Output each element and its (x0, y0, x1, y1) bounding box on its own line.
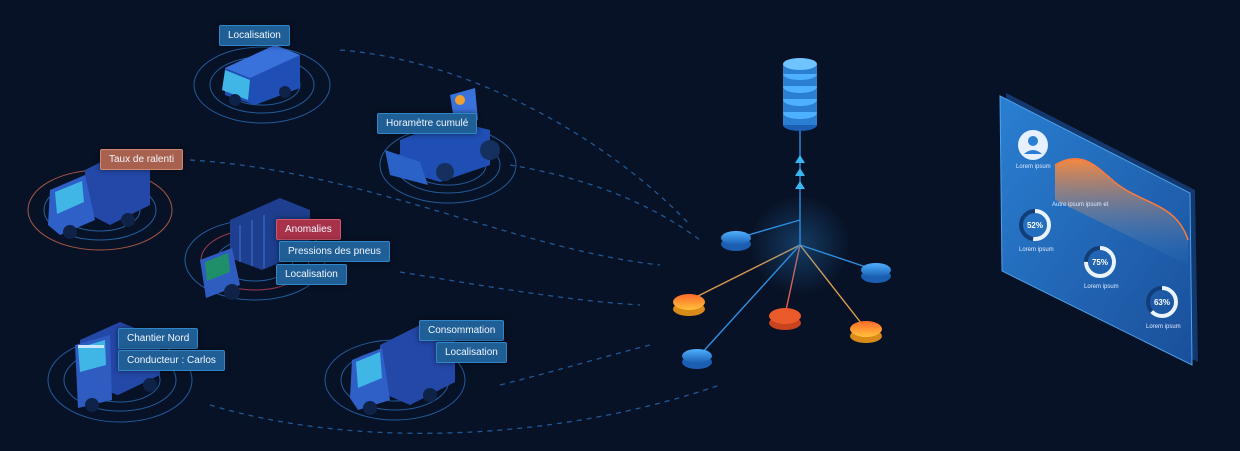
tag-semi-truck-0: Chantier Nord (118, 328, 199, 349)
gauge-0: 52% Lorem ipsum (1019, 209, 1054, 253)
network-tree (673, 58, 891, 369)
node-blue-top-left (721, 231, 751, 251)
avatar-icon (1018, 130, 1048, 160)
link-loader (509, 164, 701, 241)
link-box-truck (189, 159, 661, 266)
tag-loader-0: Horamètre cumulé (377, 113, 478, 134)
tag-van-bottom-1: Localisation (436, 342, 507, 363)
gauge-arc-0 (1019, 209, 1051, 241)
node-blue-right (861, 263, 891, 283)
gauge-label-1: Lorem ipsum (1084, 284, 1119, 290)
node-blue-bottom (682, 349, 712, 369)
dashboard-user-name: Lorem ipsum (1016, 164, 1051, 170)
link-van-bottom (499, 344, 651, 386)
gauge-label-0: Lorem ipsum (1019, 247, 1054, 253)
dashboard-panel: Lorem ipsum Autre ipsum ipsum et 52% Lore… (999, 93, 1198, 366)
link-dump-truck (399, 271, 641, 306)
database-icon (783, 58, 817, 131)
tree-arrows (795, 155, 805, 189)
connection-lines (189, 49, 721, 434)
tag-van-top-0: Localisation (219, 25, 290, 46)
node-red-center (769, 308, 801, 330)
tag-box-truck-left-0: Taux de ralenti (100, 149, 184, 170)
gauge-value-1: 75% (1092, 258, 1108, 267)
van-top-icon (222, 45, 300, 106)
node-orange-right (850, 321, 882, 343)
node-orange-left (673, 294, 705, 316)
dashboard-area-chart (1055, 158, 1188, 265)
gauge-1: 75% Lorem ipsum (1084, 246, 1119, 290)
gauge-value-2: 63% (1154, 298, 1170, 307)
tag-dump-truck-1: Pressions des pneus (279, 241, 390, 262)
gauge-2: 63% Lorem ipsum (1146, 286, 1181, 330)
dashboard-chart-caption: Autre ipsum ipsum et (1052, 202, 1109, 208)
link-van-top (339, 49, 691, 226)
tag-dump-truck-2: Localisation (276, 264, 347, 285)
tag-van-bottom-0: Consommation (419, 320, 505, 341)
tag-dump-truck-0: Anomalies (276, 219, 341, 240)
gauge-arc-1 (1084, 246, 1116, 278)
gauge-label-2: Lorem ipsum (1146, 324, 1181, 330)
gauge-value-0: 52% (1027, 221, 1043, 230)
tag-semi-truck-1: Conducteur : Carlos (118, 350, 225, 371)
gauge-arc-2 (1146, 286, 1178, 318)
link-semi-truck (209, 384, 721, 434)
